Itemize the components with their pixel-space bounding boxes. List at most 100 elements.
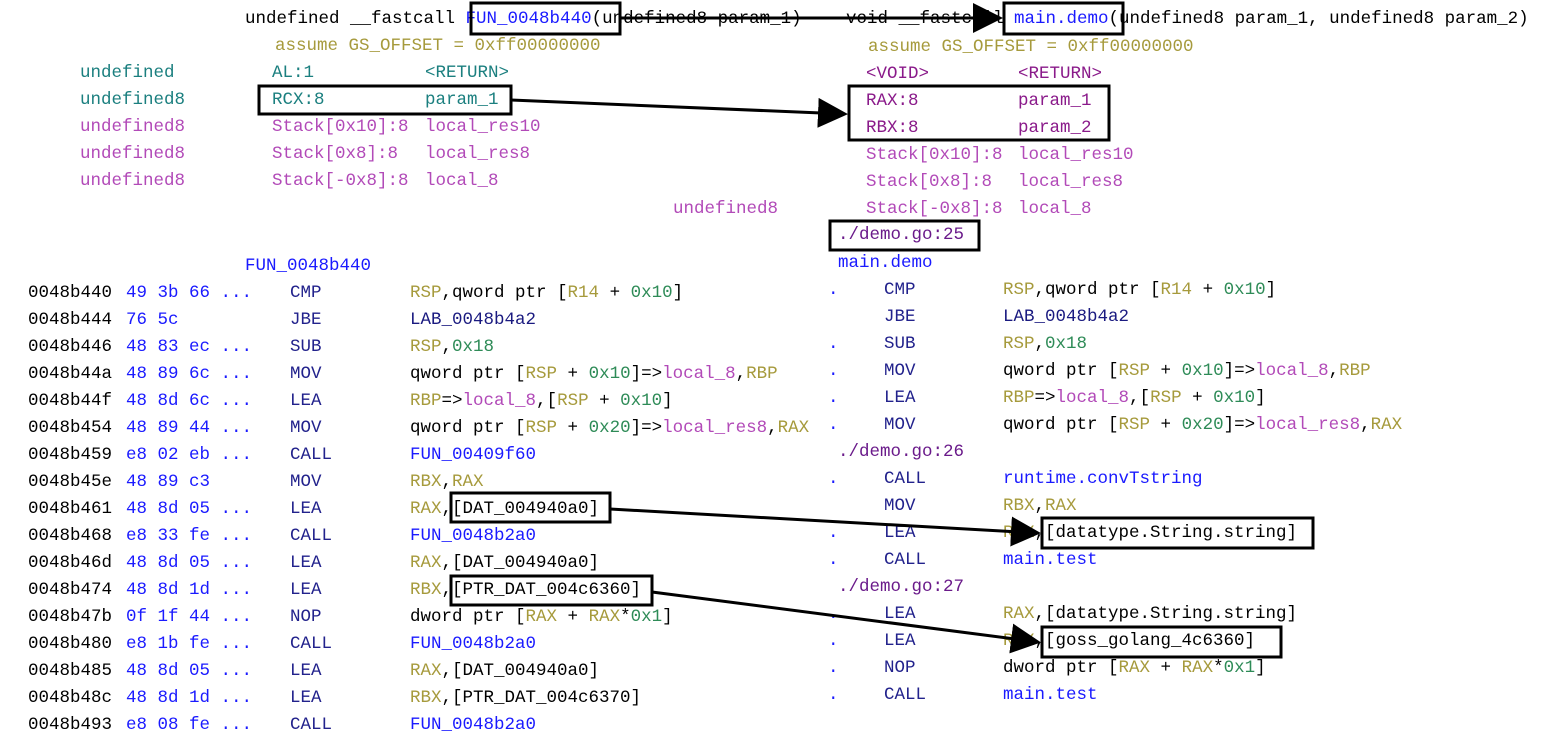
instruction-mnemonic[interactable]: LEA: [884, 631, 916, 651]
instruction-mnemonic[interactable]: MOV: [884, 415, 916, 435]
instruction-address[interactable]: 0048b485: [28, 661, 113, 681]
storage-location: Stack[0x10]:8: [866, 145, 1003, 165]
instruction-operands[interactable]: RSP,0x18: [1003, 334, 1087, 354]
operand-token[interactable]: runtime.convTstring: [1003, 469, 1203, 489]
operand-token[interactable]: FUN_00409f60: [410, 445, 537, 465]
instruction-mnemonic[interactable]: LEA: [290, 661, 322, 681]
instruction-operands[interactable]: FUN_00409f60: [410, 445, 536, 465]
instruction-mnemonic[interactable]: LEA: [290, 580, 322, 600]
instruction-operands[interactable]: RBX,[PTR_DAT_004c6370]: [410, 688, 641, 708]
instruction-operands[interactable]: RAX,[DAT_004940a0]: [410, 499, 599, 519]
instruction-mnemonic[interactable]: CMP: [290, 283, 322, 303]
instruction-address[interactable]: 0048b48c: [28, 688, 113, 708]
instruction-operands[interactable]: FUN_0048b2a0: [410, 634, 536, 654]
instruction-mnemonic[interactable]: SUB: [884, 334, 916, 354]
operand-token: +: [557, 607, 589, 627]
instruction-operands[interactable]: RBP=>local_8,[RSP + 0x10]: [410, 391, 673, 411]
instruction-mnemonic[interactable]: MOV: [884, 361, 916, 381]
instruction-operands[interactable]: RBP=>local_8,[RSP + 0x10]: [1003, 388, 1266, 408]
operand-token: RBX: [410, 472, 442, 492]
instruction-address[interactable]: 0048b474: [28, 580, 113, 600]
left-function-name[interactable]: FUN_0048b440: [465, 9, 592, 29]
instruction-address[interactable]: 0048b444: [28, 310, 113, 330]
instruction-operands[interactable]: dword ptr [RAX + RAX*0x1]: [1003, 658, 1266, 678]
instruction-mnemonic[interactable]: JBE: [290, 310, 322, 330]
instruction-address[interactable]: 0048b493: [28, 715, 113, 735]
instruction-mnemonic[interactable]: LEA: [884, 604, 916, 624]
right-function-label[interactable]: main.demo: [838, 253, 933, 273]
instruction-address[interactable]: 0048b440: [28, 283, 113, 303]
right-function-name[interactable]: main.demo: [1014, 9, 1109, 29]
instruction-operands[interactable]: FUN_0048b2a0: [410, 526, 536, 546]
instruction-operands[interactable]: LAB_0048b4a2: [410, 310, 536, 330]
highlight-box-rax-rbx: [847, 84, 1111, 142]
instruction-mnemonic[interactable]: SUB: [290, 337, 322, 357]
instruction-mnemonic[interactable]: NOP: [290, 607, 322, 627]
left-function-label[interactable]: FUN_0048b440: [245, 256, 372, 276]
operand-token[interactable]: FUN_0048b2a0: [410, 715, 537, 735]
instruction-operands[interactable]: RBX,[PTR_DAT_004c6360]: [410, 580, 641, 600]
instruction-mnemonic[interactable]: JBE: [884, 307, 916, 327]
instruction-operands[interactable]: RBX,RAX: [1003, 496, 1077, 516]
instruction-operands[interactable]: main.test: [1003, 550, 1098, 570]
instruction-mnemonic[interactable]: MOV: [290, 418, 322, 438]
row-marker-dot: .: [828, 685, 839, 705]
instruction-mnemonic[interactable]: CALL: [290, 445, 333, 465]
instruction-address[interactable]: 0048b44f: [28, 391, 113, 411]
instruction-mnemonic[interactable]: MOV: [290, 472, 322, 492]
instruction-operands[interactable]: main.test: [1003, 685, 1098, 705]
instruction-mnemonic[interactable]: LEA: [290, 688, 322, 708]
operand-token: ]: [662, 607, 673, 627]
instruction-operands[interactable]: RAX,[DAT_004940a0]: [410, 661, 599, 681]
instruction-address[interactable]: 0048b46d: [28, 553, 113, 573]
instruction-address[interactable]: 0048b45e: [28, 472, 113, 492]
instruction-mnemonic[interactable]: CALL: [290, 715, 333, 735]
instruction-operands[interactable]: qword ptr [RSP + 0x10]=>local_8,RBP: [1003, 361, 1371, 381]
instruction-operands[interactable]: RAX,[datatype.String.string]: [1003, 604, 1297, 624]
instruction-mnemonic[interactable]: NOP: [884, 658, 916, 678]
instruction-mnemonic[interactable]: CALL: [290, 634, 333, 654]
instruction-operands[interactable]: RSP,qword ptr [R14 + 0x10]: [1003, 280, 1276, 300]
instruction-operands[interactable]: RSP,qword ptr [R14 + 0x10]: [410, 283, 683, 303]
instruction-mnemonic[interactable]: LEA: [290, 391, 322, 411]
instruction-mnemonic[interactable]: CALL: [884, 685, 927, 705]
instruction-operands[interactable]: RSP,0x18: [410, 337, 494, 357]
instruction-address[interactable]: 0048b44a: [28, 364, 113, 384]
operand-token: ]: [1265, 280, 1277, 300]
instruction-mnemonic[interactable]: MOV: [884, 496, 916, 516]
instruction-mnemonic[interactable]: LEA: [290, 499, 322, 519]
instruction-mnemonic[interactable]: CALL: [884, 550, 927, 570]
instruction-operands[interactable]: dword ptr [RAX + RAX*0x1]: [410, 607, 673, 627]
instruction-address[interactable]: 0048b468: [28, 526, 113, 546]
instruction-mnemonic[interactable]: LEA: [290, 553, 322, 573]
instruction-address[interactable]: 0048b47b: [28, 607, 113, 627]
operand-token[interactable]: main.test: [1003, 685, 1098, 705]
instruction-operands[interactable]: runtime.convTstring: [1003, 469, 1203, 489]
instruction-mnemonic[interactable]: LEA: [884, 523, 916, 543]
instruction-address[interactable]: 0048b454: [28, 418, 113, 438]
operand-token[interactable]: FUN_0048b2a0: [410, 526, 537, 546]
instruction-address[interactable]: 0048b459: [28, 445, 113, 465]
instruction-operands[interactable]: qword ptr [RSP + 0x20]=>local_res8,RAX: [410, 418, 809, 438]
operand-token[interactable]: LAB_0048b4a2: [410, 310, 537, 330]
instruction-address[interactable]: 0048b461: [28, 499, 113, 519]
instruction-address[interactable]: 0048b446: [28, 337, 113, 357]
instruction-operands[interactable]: RAX,[DAT_004940a0]: [410, 553, 599, 573]
instruction-operands[interactable]: qword ptr [RSP + 0x10]=>local_8,RBP: [410, 364, 778, 384]
instruction-mnemonic[interactable]: CALL: [884, 469, 927, 489]
storage-name: local_8: [425, 171, 499, 191]
instruction-operands[interactable]: FUN_0048b2a0: [410, 715, 536, 735]
instruction-mnemonic[interactable]: LEA: [884, 388, 916, 408]
operand-token[interactable]: FUN_0048b2a0: [410, 634, 537, 654]
operand-token[interactable]: main.test: [1003, 550, 1098, 570]
instruction-operands[interactable]: qword ptr [RSP + 0x20]=>local_res8,RAX: [1003, 415, 1402, 435]
instruction-operands[interactable]: RBX,RAX: [410, 472, 484, 492]
operand-token: ,: [1034, 334, 1046, 354]
instruction-operands[interactable]: LAB_0048b4a2: [1003, 307, 1129, 327]
operand-token[interactable]: LAB_0048b4a2: [1003, 307, 1130, 327]
instruction-mnemonic[interactable]: CALL: [290, 526, 333, 546]
instruction-mnemonic[interactable]: MOV: [290, 364, 322, 384]
instruction-mnemonic[interactable]: CMP: [884, 280, 916, 300]
instruction-address[interactable]: 0048b480: [28, 634, 113, 654]
